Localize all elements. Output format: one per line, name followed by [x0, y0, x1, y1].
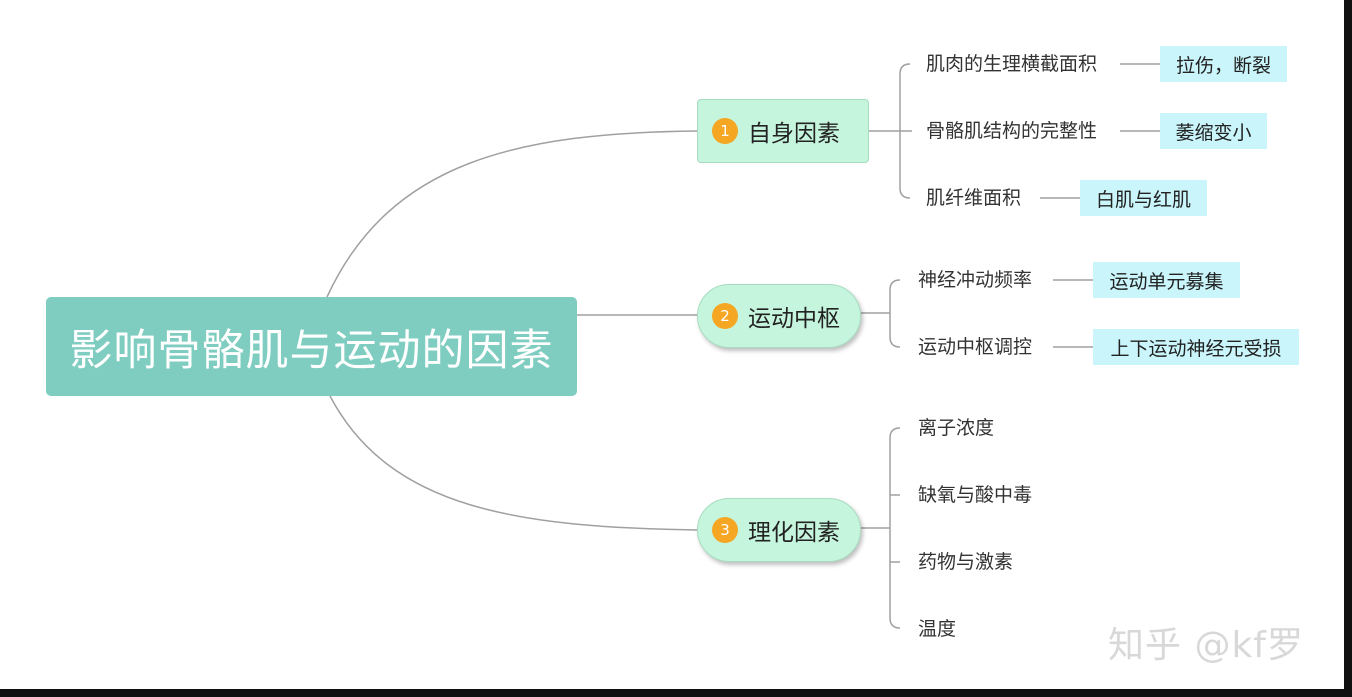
subtopic[interactable]: 肌肉的生理横截面积	[926, 53, 1098, 75]
branch-label: 运动中枢	[748, 306, 840, 332]
branch-topic-motor-center[interactable]: 2 运动中枢	[697, 284, 861, 348]
subtopic[interactable]: 缺氧与酸中毒	[918, 484, 1033, 506]
subtopic[interactable]: 运动中枢调控	[918, 336, 1033, 358]
root-title: 影响骨骼肌与运动的因素	[69, 325, 554, 376]
frame-right-border	[1344, 0, 1352, 697]
subtopic[interactable]: 肌纤维面积	[926, 187, 1022, 209]
branch-label: 自身因素	[748, 121, 840, 147]
frame-bottom-border	[0, 689, 1352, 697]
number-badge: 2	[712, 303, 738, 329]
subtopic[interactable]: 离子浓度	[918, 417, 995, 439]
branch-topic-self-factors[interactable]: 1 自身因素	[697, 99, 869, 163]
branch-label: 理化因素	[748, 520, 840, 546]
leaf-topic[interactable]: 上下运动神经元受损	[1093, 329, 1299, 365]
watermark: 知乎 @kf罗	[1108, 625, 1304, 666]
subtopic[interactable]: 温度	[918, 618, 957, 640]
branch-topic-physicochemical[interactable]: 3 理化因素	[697, 498, 861, 562]
number-badge: 1	[712, 118, 738, 144]
subtopic[interactable]: 骨骼肌结构的完整性	[926, 120, 1098, 142]
leaf-topic[interactable]: 萎缩变小	[1160, 113, 1267, 149]
number-badge: 3	[712, 517, 738, 543]
subtopic[interactable]: 神经冲动频率	[918, 269, 1033, 291]
subtopic[interactable]: 药物与激素	[918, 551, 1014, 573]
leaf-topic[interactable]: 运动单元募集	[1093, 262, 1240, 298]
leaf-topic[interactable]: 拉伤，断裂	[1160, 46, 1287, 82]
leaf-topic[interactable]: 白肌与红肌	[1080, 180, 1207, 216]
root-topic[interactable]: 影响骨骼肌与运动的因素	[46, 297, 577, 396]
